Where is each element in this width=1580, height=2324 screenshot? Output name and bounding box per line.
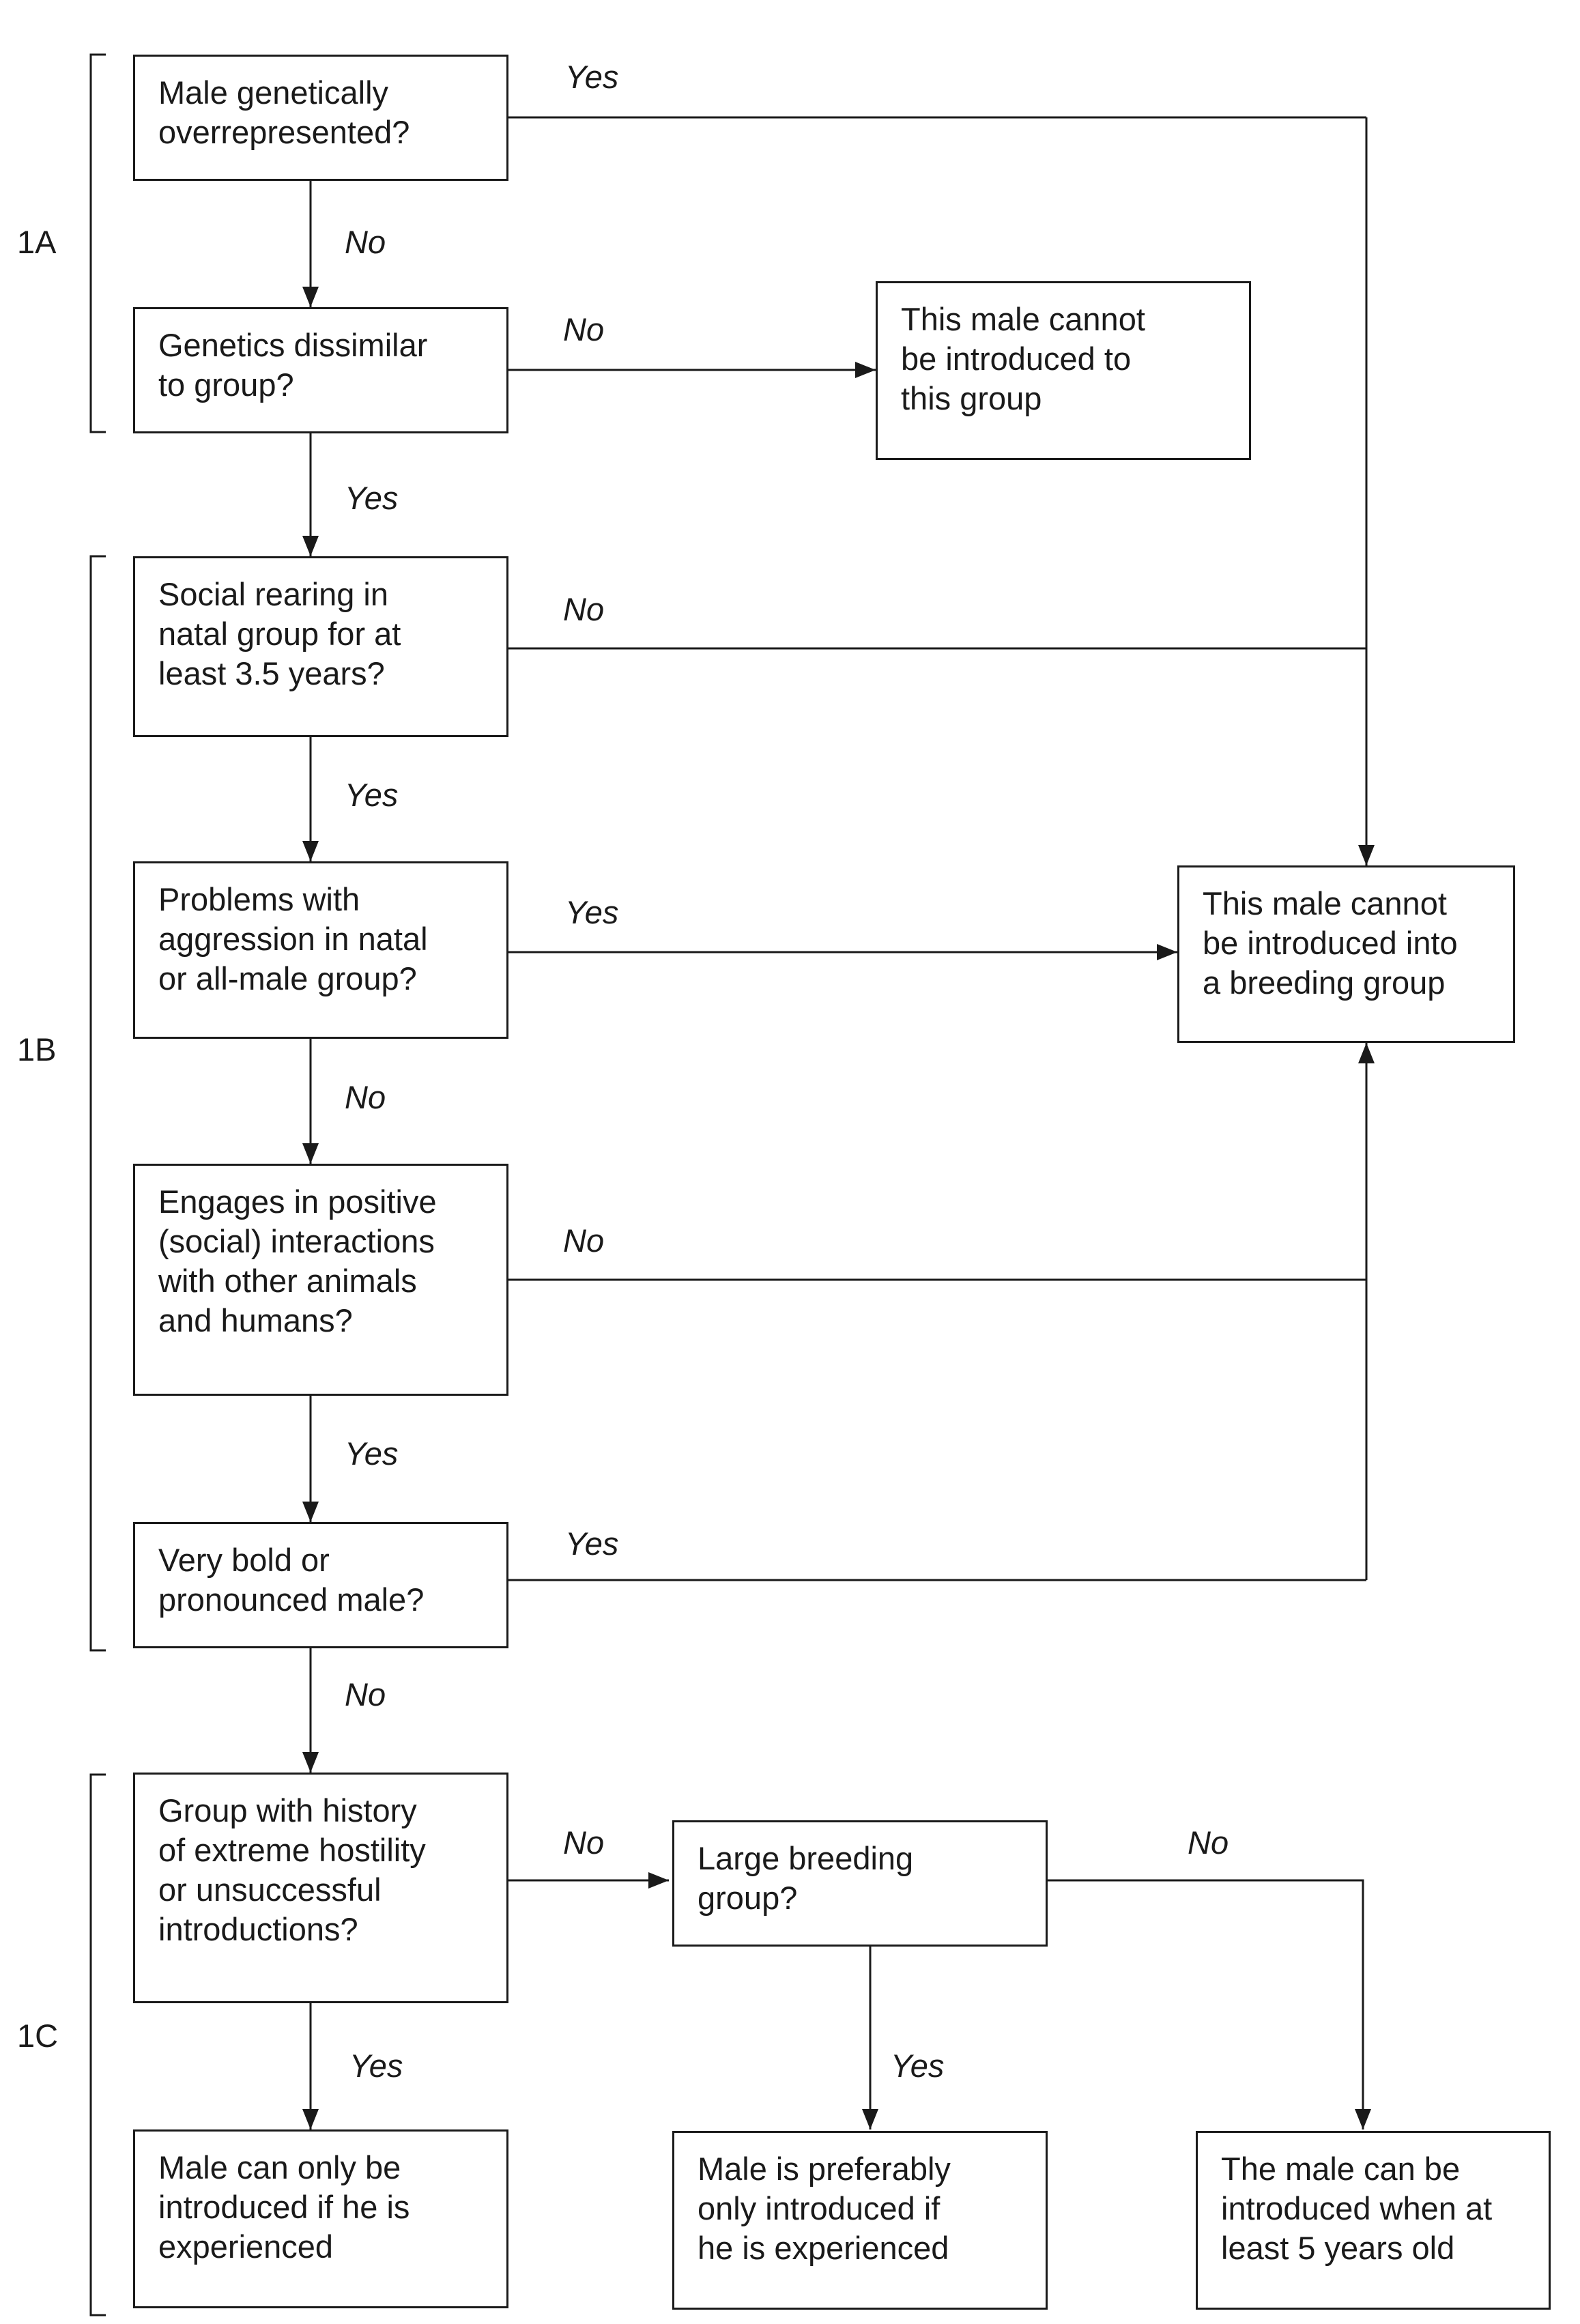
- bracket-1b: [89, 555, 106, 1652]
- question-social-rearing: Social rearing in natal group for at lea…: [133, 556, 508, 737]
- question-aggression-problems: Problems with aggression in natal or all…: [133, 861, 508, 1039]
- bracket-1a: [89, 53, 106, 433]
- section-label-1b: 1B: [17, 1031, 57, 1067]
- label-q4-yes: Yes: [565, 894, 619, 930]
- label-q2-yes: Yes: [345, 480, 399, 516]
- label-q6-yes: Yes: [565, 1525, 619, 1562]
- label-q3-no: No: [563, 591, 605, 627]
- section-label-1a: 1A: [17, 224, 57, 260]
- label-q5-yes: Yes: [345, 1435, 399, 1472]
- label-q5-no: No: [563, 1222, 605, 1259]
- result-cannot-introduce-breeding: This male cannot be introduced into a br…: [1177, 865, 1515, 1043]
- label-q3-yes: Yes: [345, 777, 399, 813]
- result-only-if-experienced: Male can only be introduced if he is exp…: [133, 2129, 508, 2308]
- label-q1-yes: Yes: [565, 59, 619, 95]
- question-large-breeding-group: Large breeding group?: [672, 1820, 1048, 1947]
- section-label-1c: 1C: [17, 2018, 59, 2054]
- question-bold-male: Very bold or pronounced male?: [133, 1522, 508, 1648]
- question-overrepresented: Male genetically overrepresented?: [133, 55, 508, 181]
- question-positive-interactions: Engages in positive (social) interaction…: [133, 1164, 508, 1396]
- label-q8-no: No: [1188, 1824, 1229, 1861]
- result-at-least-5-years: The male can be introduced when at least…: [1196, 2131, 1551, 2310]
- result-preferably-experienced: Male is preferably only introduced if he…: [672, 2131, 1048, 2310]
- label-q8-yes: Yes: [891, 2048, 945, 2084]
- label-q4-no: No: [345, 1079, 386, 1115]
- label-q7-no: No: [563, 1824, 605, 1861]
- label-q1-no: No: [345, 224, 386, 260]
- label-q6-no: No: [345, 1676, 386, 1712]
- question-group-hostility: Group with history of extreme hostility …: [133, 1773, 508, 2003]
- bracket-1c: [89, 1773, 106, 2316]
- label-q2-no: No: [563, 311, 605, 347]
- question-genetics-dissimilar: Genetics dissimilar to group?: [133, 307, 508, 433]
- label-q7-yes: Yes: [349, 2048, 403, 2084]
- arrow-q8-age: [1048, 1879, 1371, 2129]
- result-cannot-introduce-group: This male cannot be introduced to this g…: [876, 281, 1251, 460]
